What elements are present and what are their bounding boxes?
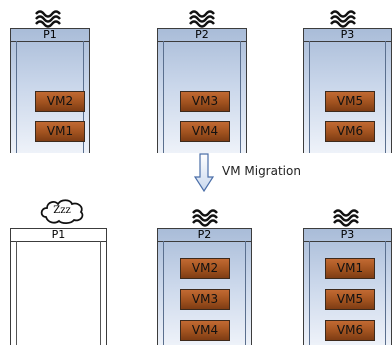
host-p2-bottom: P2 VM2 VM3 VM4	[157, 228, 252, 345]
host-p3-bottom: P3 VM1 VM5 VM6	[303, 228, 392, 345]
vm-block: VM6	[325, 121, 375, 142]
heat-icon	[192, 209, 218, 227]
vm-block: VM1	[35, 121, 85, 142]
vm-block: VM2	[180, 258, 230, 279]
host-label: P2	[158, 229, 251, 242]
vm-block: VM3	[180, 289, 230, 310]
host-label: P1	[11, 229, 106, 242]
host-p1-top: P1 VM2 VM1	[10, 28, 90, 153]
vm-block: VM4	[180, 121, 230, 142]
heat-icon	[333, 209, 359, 227]
host-p3-top: P3 VM5 VM6	[303, 28, 392, 153]
vm-block: VM3	[180, 91, 230, 112]
sleep-cloud-icon	[40, 199, 84, 225]
migration-arrow-icon	[194, 153, 214, 193]
host-label: P2	[158, 29, 246, 42]
vm-block: VM5	[325, 91, 375, 112]
host-label: P1	[11, 29, 89, 42]
migration-label: VM Migration	[222, 164, 301, 178]
host-label: P3	[304, 29, 391, 42]
heat-icon	[35, 10, 61, 28]
sleep-label: Zzz	[53, 205, 71, 216]
vm-block: VM6	[325, 320, 375, 341]
host-label: P3	[304, 229, 391, 242]
heat-icon	[330, 10, 356, 28]
vm-block: VM4	[180, 320, 230, 341]
vm-block: VM2	[35, 91, 85, 112]
host-p1-bottom: P1	[10, 228, 107, 345]
vm-block: VM5	[325, 289, 375, 310]
heat-icon	[189, 10, 215, 28]
host-p2-top: P2 VM3 VM4	[157, 28, 247, 153]
vm-block: VM1	[325, 258, 375, 279]
